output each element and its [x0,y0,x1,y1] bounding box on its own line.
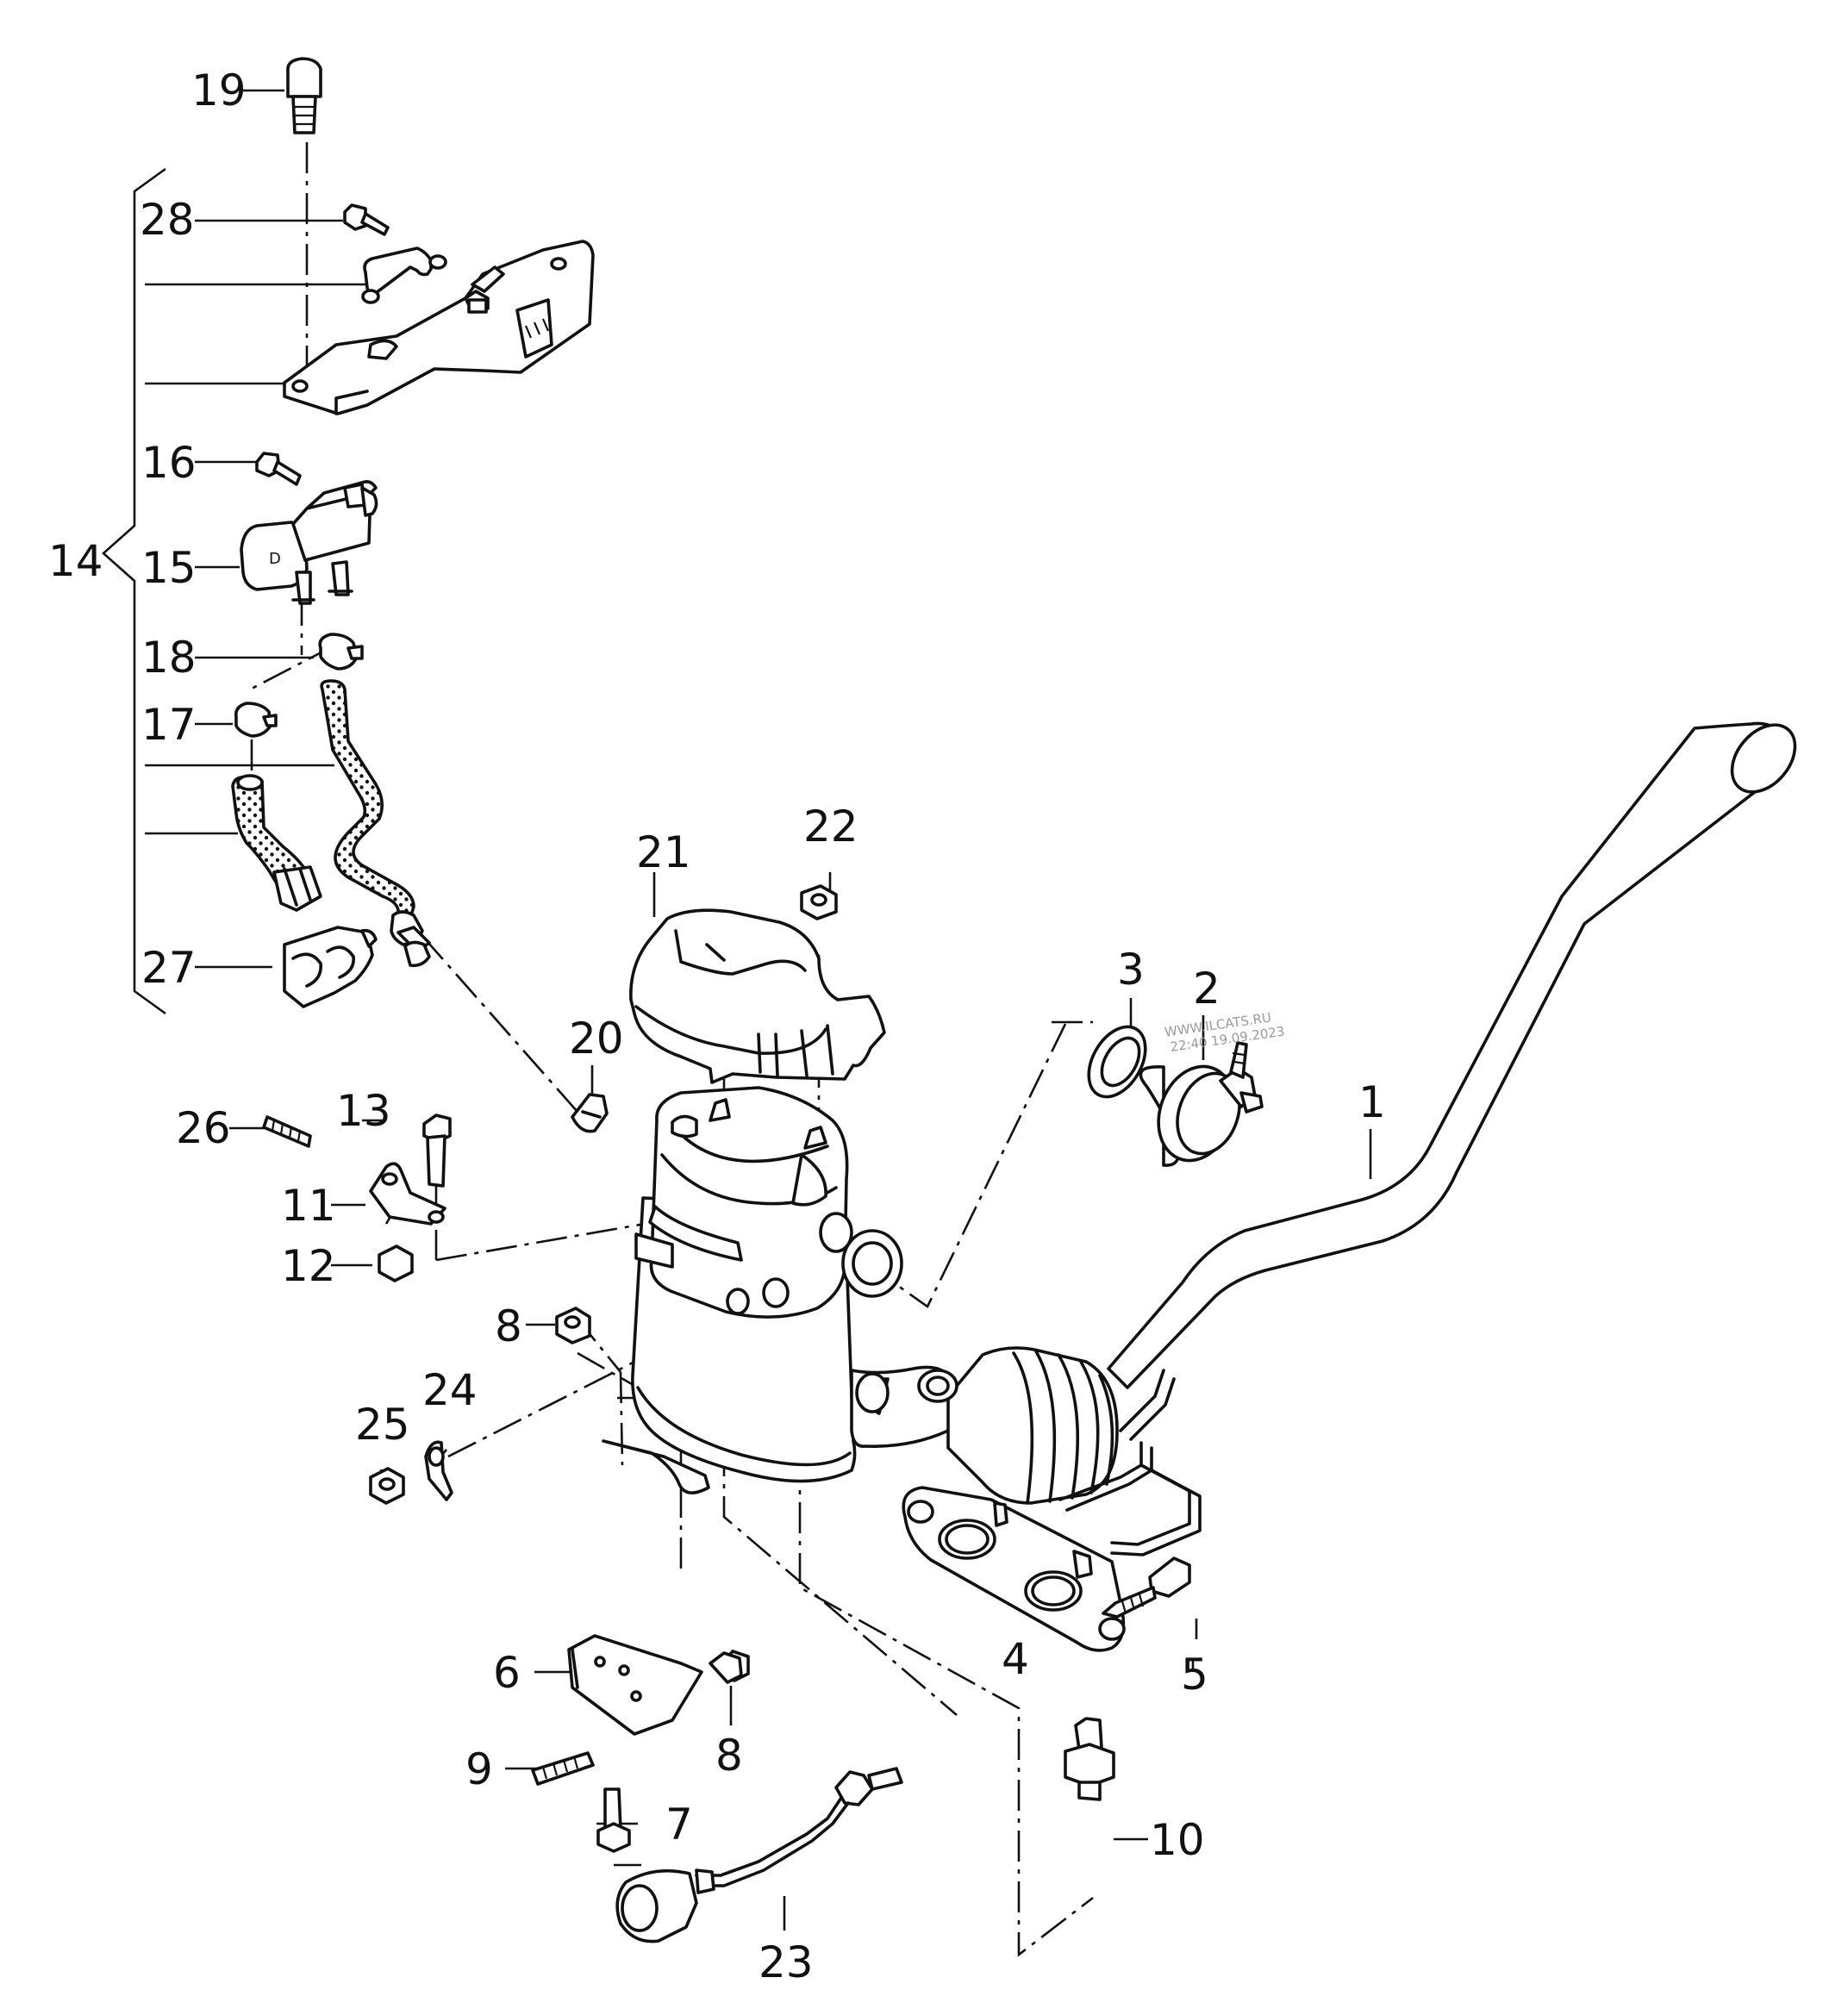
label-20[interactable]: 20 [569,1014,624,1064]
label-24[interactable]: 24 [422,1365,478,1415]
part-11-bracket [369,1162,446,1226]
label-22[interactable]: 22 [803,802,858,852]
label-7[interactable]: 7 [665,1800,693,1850]
part-1-exhaust-pipe [1076,721,1797,1407]
part-12-nut [378,1245,414,1282]
label-11[interactable]: 11 [281,1181,336,1231]
label-28[interactable]: 28 [140,195,195,245]
label-15[interactable]: 15 [141,543,197,593]
label-17[interactable]: 17 [141,700,197,750]
part-21-heat-shield [629,908,886,1084]
part-flex-bellows [917,1346,1119,1505]
label-14[interactable]: 14 [48,536,103,586]
label-13[interactable]: 13 [336,1086,391,1136]
part-bracket-upper [283,240,595,415]
part-13-bolt [422,1114,452,1188]
label-10[interactable]: 10 [1150,1815,1205,1865]
label-3[interactable]: 3 [1117,945,1145,995]
label-9[interactable]: 9 [465,1744,493,1794]
label-27[interactable]: 27 [141,943,197,993]
label-8a[interactable]: 8 [495,1301,522,1351]
part-sensor-tube [1058,1369,1202,1556]
label-16[interactable]: 16 [141,438,197,488]
label-4[interactable]: 4 [1002,1634,1029,1684]
part-16-screw [255,452,302,486]
svg-text:D: D [269,550,281,568]
group-14-brace [102,167,166,1015]
part-19-bolt [286,57,322,134]
part-28-screw [343,203,390,236]
part-20-clip [571,1093,609,1133]
label-2[interactable]: 2 [1193,964,1221,1014]
callout-labels: 19 28 16 14 15 18 17 27 21 22 3 2 1 20 2… [48,66,1386,1987]
part-hose-long [320,679,431,968]
dpf-studs [709,1098,827,1150]
label-23[interactable]: 23 [759,1937,814,1987]
part-26-stud [262,1115,312,1148]
part-18-clamp [318,633,364,671]
part-3-ring-gasket [1087,1025,1147,1099]
label-6[interactable]: 6 [493,1648,521,1698]
label-19[interactable]: 19 [191,66,247,115]
part-5-bolt [1102,1556,1191,1619]
label-8b[interactable]: 8 [715,1731,743,1781]
label-1[interactable]: 1 [1358,1077,1386,1127]
part-8-nut-upper [555,1307,591,1344]
part-2-clamp [1139,1041,1264,1167]
part-17-clamp [234,702,278,738]
label-18[interactable]: 18 [141,633,197,683]
label-25[interactable]: 25 [355,1400,410,1450]
watermark: WWW.ILCATS.RU 22:40 19.09.2023 [1164,1009,1286,1054]
part-8-nut-lower [709,1651,743,1684]
part-22-nut [800,884,838,920]
part-7-bolt [596,1787,631,1853]
part-6-bracket [567,1634,750,1736]
part-23-temp-sensor [615,1767,903,1943]
part-24-bracket [424,1440,453,1501]
part-15-pressure-sensor: D [240,480,378,605]
part-25-nut [369,1467,405,1505]
part-dpf-body [602,1086,962,1494]
part-9-stud [531,1751,595,1786]
label-12[interactable]: 12 [281,1241,336,1291]
part-4-gasket [902,1486,1126,1652]
label-26[interactable]: 26 [176,1103,231,1153]
label-21[interactable]: 21 [636,827,691,877]
part-27-holder [283,926,378,1008]
label-5[interactable]: 5 [1181,1650,1208,1700]
part-10-sensor [1064,1717,1115,1801]
part-hose-short [231,774,322,912]
